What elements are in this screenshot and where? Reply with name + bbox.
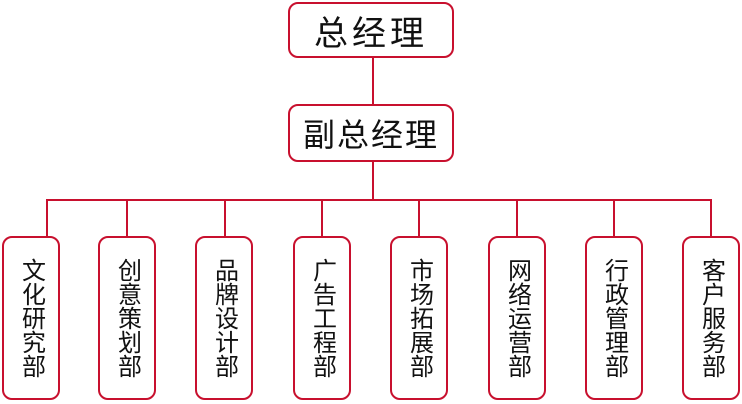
dept-label: 网络运营部: [503, 258, 532, 378]
node-dept-creative-planning: 创意策划部: [98, 236, 156, 400]
connector-horizontal-bus: [46, 199, 712, 201]
connector-top-to-deputy: [372, 58, 374, 104]
connector-dept-1: [46, 199, 48, 236]
node-dept-advertising-engineering: 广告工程部: [293, 236, 351, 400]
connector-dept-3: [224, 199, 226, 236]
node-general-manager-label: 总经理: [314, 13, 428, 54]
node-deputy-general-manager: 副总经理: [288, 104, 454, 162]
connector-dept-8: [710, 199, 712, 236]
node-dept-brand-design: 品牌设计部: [195, 236, 253, 400]
dept-label: 创意策划部: [113, 258, 142, 378]
node-deputy-general-manager-label: 副总经理: [302, 116, 439, 154]
node-dept-culture-research: 文化研究部: [2, 236, 60, 400]
dept-label: 品牌设计部: [210, 258, 239, 378]
connector-dept-5: [418, 199, 420, 236]
connector-dept-7: [613, 199, 615, 236]
dept-label: 广告工程部: [308, 258, 337, 378]
dept-label: 客户服务部: [697, 258, 726, 378]
node-dept-customer-service: 客户服务部: [682, 236, 740, 400]
connector-dept-2: [126, 199, 128, 236]
node-dept-administration: 行政管理部: [585, 236, 643, 400]
connector-dept-6: [516, 199, 518, 236]
connector-deputy-down: [372, 162, 374, 200]
node-general-manager: 总经理: [288, 2, 454, 58]
dept-label: 文化研究部: [17, 258, 46, 378]
node-dept-market-expansion: 市场拓展部: [390, 236, 448, 400]
node-dept-network-operations: 网络运营部: [488, 236, 546, 400]
connector-dept-4: [321, 199, 323, 236]
dept-label: 行政管理部: [600, 258, 629, 378]
dept-label: 市场拓展部: [405, 258, 434, 378]
